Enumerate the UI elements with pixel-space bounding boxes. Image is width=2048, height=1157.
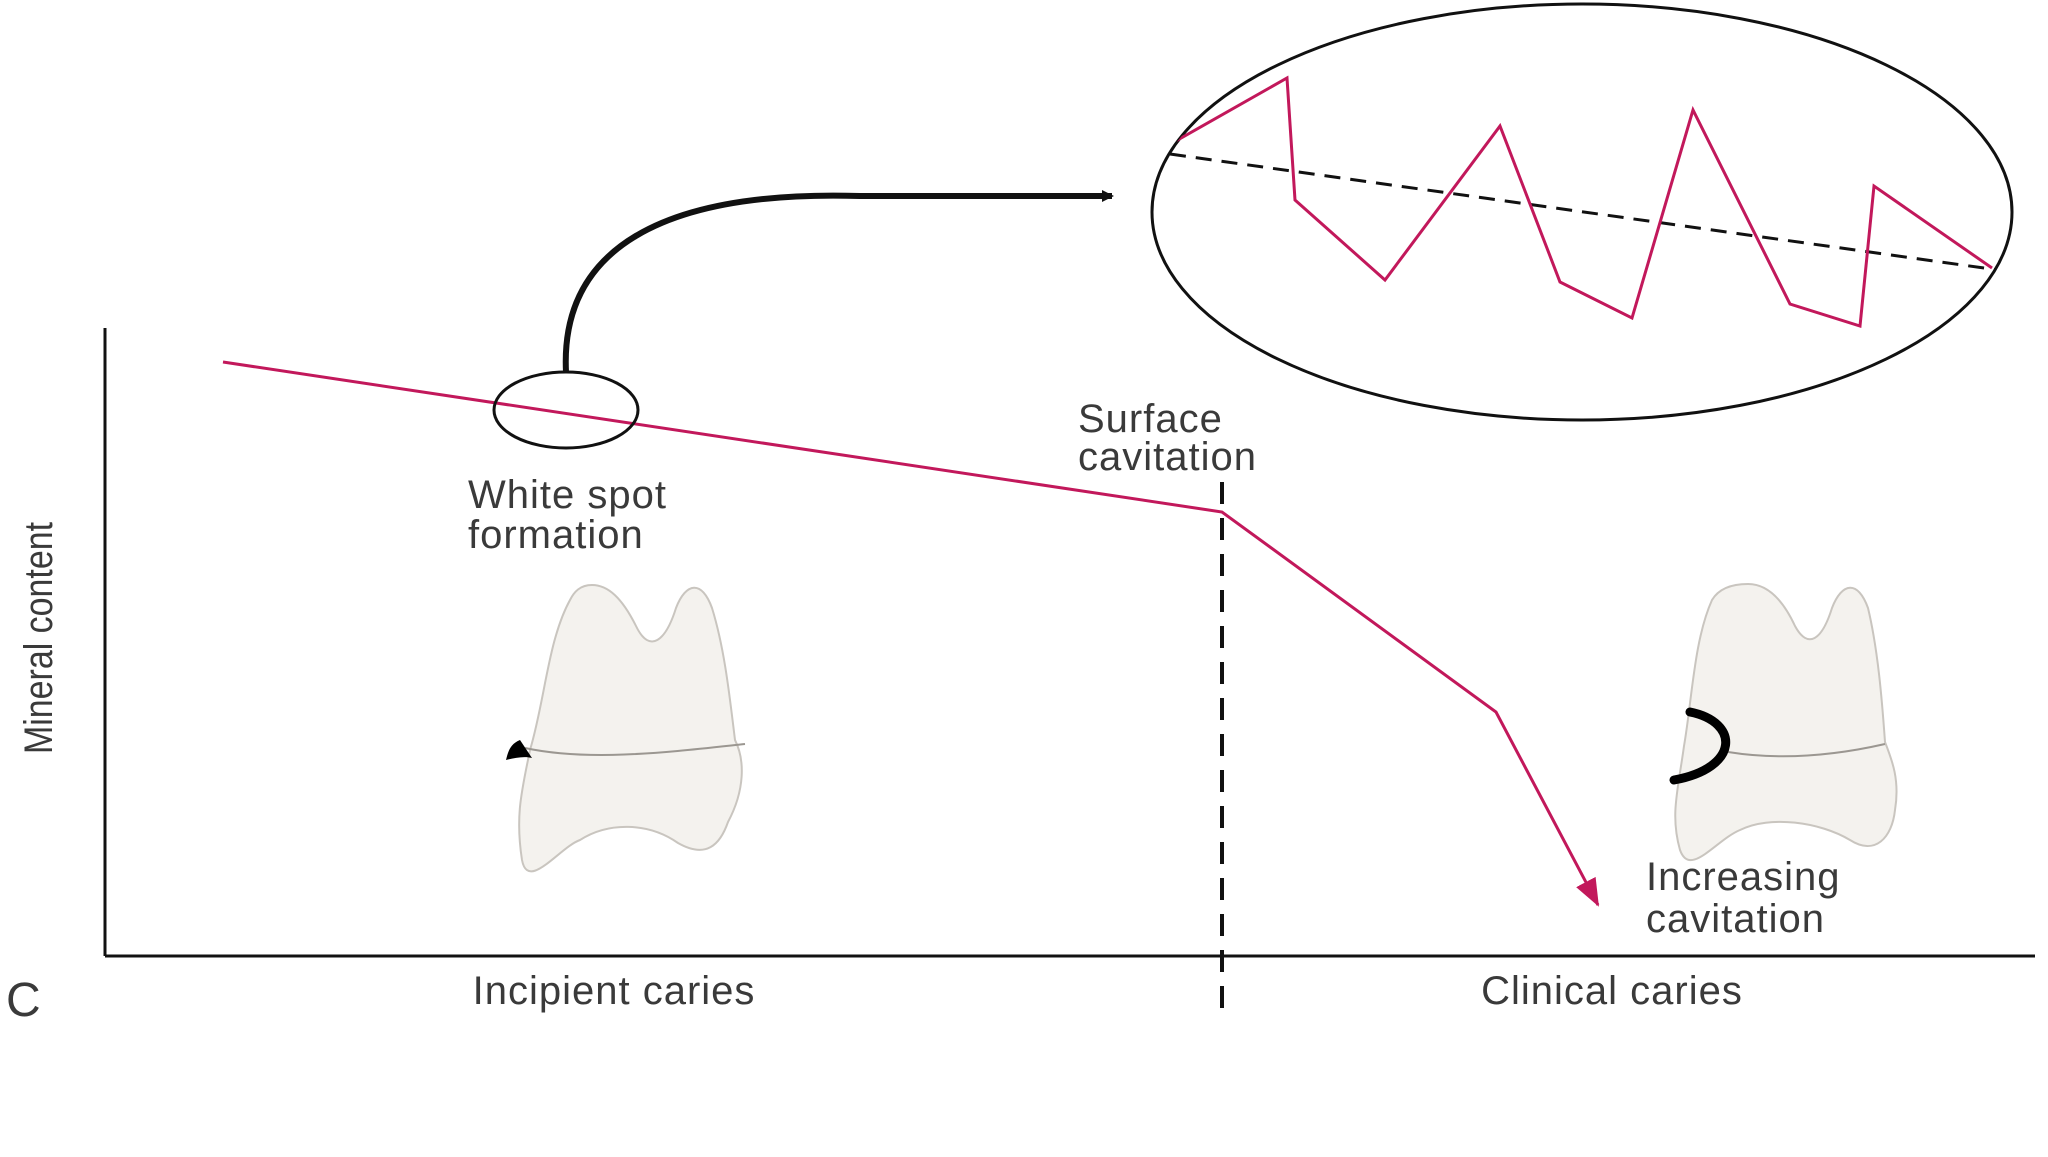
magnified-inset bbox=[1150, 2, 2014, 422]
zoom-arrow bbox=[562, 190, 1114, 373]
lesion-right bbox=[1669, 707, 1731, 785]
y-axis-label: Mineral content bbox=[17, 522, 61, 754]
cej-line-left bbox=[524, 743, 746, 756]
tooth-outline-left bbox=[518, 583, 743, 873]
surface-cavitation-label-line2: cavitation bbox=[1078, 435, 1257, 479]
increasing-cavitation-label-line1: Increasing bbox=[1646, 855, 1841, 899]
zoom-source-circle bbox=[492, 370, 640, 450]
increasing-cavitation-label-line2: cavitation bbox=[1646, 897, 1825, 941]
mean-trend-line bbox=[1169, 152, 1999, 272]
demin-remin-fluctuation bbox=[1159, 75, 1993, 328]
surface-cavitation-label-line1: Surface bbox=[1078, 397, 1223, 441]
phase-label-clinical: Clinical caries bbox=[1481, 969, 1743, 1013]
phase-label-incipient: Incipient caries bbox=[473, 969, 756, 1013]
panel-letter: C bbox=[6, 974, 41, 1027]
cej-line-right bbox=[1727, 743, 1886, 758]
lesion-left bbox=[506, 740, 532, 760]
tooth-outline-right bbox=[1674, 582, 1898, 862]
magnified-circle bbox=[1150, 2, 2014, 422]
white-spot-label-line2: formation bbox=[468, 513, 644, 557]
tooth-cavitated bbox=[1669, 582, 1898, 862]
white-spot-label-line1: White spot bbox=[468, 473, 667, 517]
tooth-incipient bbox=[506, 583, 746, 873]
mineral-curve bbox=[222, 360, 1600, 907]
